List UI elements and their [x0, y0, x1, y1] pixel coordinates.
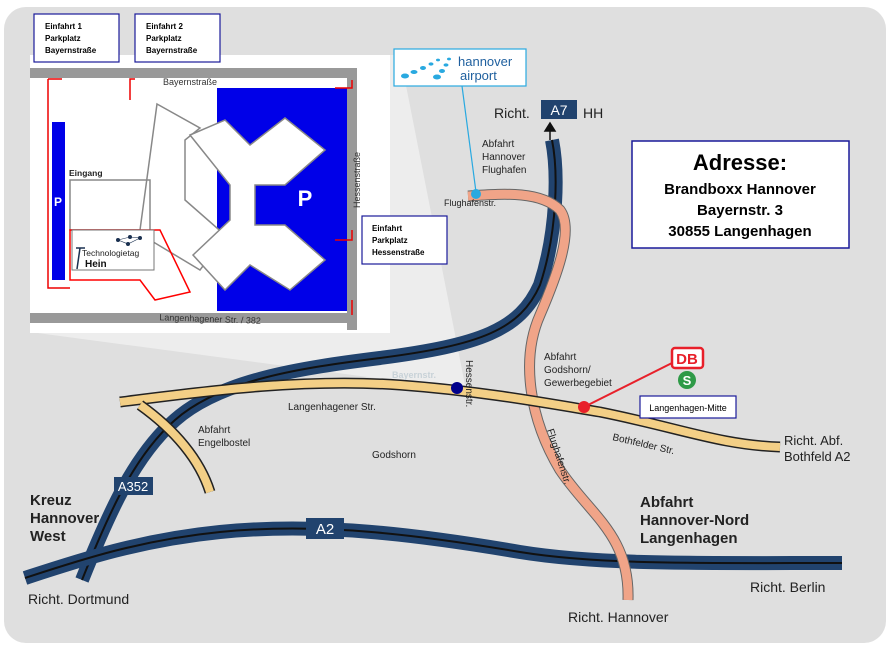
site-marker	[451, 382, 463, 394]
entrance-1-box: Einfahrt 1 Parkplatz Bayernstraße	[33, 13, 120, 63]
a7-direction: Richt. A7 HH	[494, 100, 603, 140]
a352-sign: A352	[114, 477, 153, 495]
svg-text:A352: A352	[118, 479, 148, 494]
hannover-airport-logo: hannover airport	[393, 48, 527, 199]
svg-text:Bayernstraße: Bayernstraße	[146, 46, 198, 55]
airport-marker	[471, 189, 481, 199]
svg-text:hannover: hannover	[458, 54, 513, 69]
svg-text:P: P	[54, 195, 62, 209]
svg-text:airport: airport	[460, 68, 497, 83]
db-logo-icon	[670, 346, 705, 370]
building	[188, 117, 327, 292]
svg-text:Bayernstr. 3: Bayernstr. 3	[697, 202, 783, 219]
flughafenstr-top-label: Flughafenstr.	[444, 198, 496, 208]
svg-text:Richt.: Richt.	[494, 105, 530, 121]
svg-text:A2: A2	[316, 521, 334, 538]
svg-text:Bayernstraße: Bayernstraße	[163, 77, 217, 87]
arrow-up-icon	[543, 121, 557, 140]
dortmund-direction: Richt. Dortmund	[28, 591, 129, 607]
svg-text:Hessenstraße: Hessenstraße	[372, 248, 425, 257]
langenhagener-label: Langenhagener Str.	[288, 402, 376, 413]
svg-text:Hessenstraße: Hessenstraße	[352, 152, 362, 208]
svg-text:Bayernstraße: Bayernstraße	[45, 46, 97, 55]
svg-text:Brandboxx Hannover: Brandboxx Hannover	[664, 181, 816, 198]
svg-text:HH: HH	[583, 105, 603, 121]
svg-text:30855 Langenhagen: 30855 Langenhagen	[668, 223, 811, 240]
svg-text:Hein: Hein	[85, 259, 107, 270]
svg-text:Parkplatz: Parkplatz	[45, 34, 81, 43]
parking-lot-west	[52, 122, 65, 280]
highway-a2	[22, 521, 843, 585]
entrance-2-box: Einfahrt 2 Parkplatz Bayernstraße	[134, 13, 221, 63]
svg-text:Technologietag: Technologietag	[82, 248, 139, 258]
a2-sign: A2	[306, 518, 344, 539]
svg-text:Langenhagen-Mitte: Langenhagen-Mitte	[649, 403, 727, 413]
svg-text:Einfahrt: Einfahrt	[372, 224, 403, 233]
bayernstr-label: Bayernstr.	[392, 370, 436, 380]
highway-a7-a352	[75, 138, 563, 583]
svg-text:Parkplatz: Parkplatz	[372, 236, 408, 245]
svg-text:S: S	[683, 373, 692, 388]
sbahn-logo-icon	[678, 371, 696, 389]
svg-text:A7: A7	[550, 102, 567, 118]
site-plan-inset: P P Bayernstraße Langenhagener Str. / 38…	[30, 55, 390, 333]
address-box: Adresse: Brandboxx Hannover Bayernstr. 3…	[631, 140, 850, 249]
svg-text:Parkplatz: Parkplatz	[146, 34, 182, 43]
svg-text:Einfahrt 1: Einfahrt 1	[45, 22, 82, 31]
entrance-3-box: Einfahrt Parkplatz Hessenstraße	[361, 215, 448, 265]
godshorn-label: Godshorn	[372, 450, 416, 461]
flughafenstrasse-road	[467, 188, 634, 601]
airport-dots-icon	[401, 57, 451, 80]
hessenstr-label: Hessenstr.	[463, 360, 474, 407]
hannover-direction: Richt. Hannover	[568, 609, 669, 625]
technologietag-hein-logo: Technologietag Hein	[71, 229, 155, 271]
svg-text:Adresse:: Adresse:	[693, 150, 787, 175]
train-station: DB S Langenhagen-Mitte	[578, 346, 737, 419]
svg-text:Einfahrt 2: Einfahrt 2	[146, 22, 183, 31]
svg-text:Eingang: Eingang	[69, 168, 103, 178]
berlin-direction: Richt. Berlin	[750, 579, 825, 595]
svg-text:Langenhagener Str. / 382: Langenhagener Str. / 382	[159, 312, 261, 326]
svg-text:DB: DB	[676, 351, 698, 368]
langenhagener-strasse-road	[119, 377, 781, 494]
svg-text:P: P	[298, 186, 313, 211]
bothfeld-direction: Richt. Abf.Bothfeld A2	[784, 433, 851, 464]
